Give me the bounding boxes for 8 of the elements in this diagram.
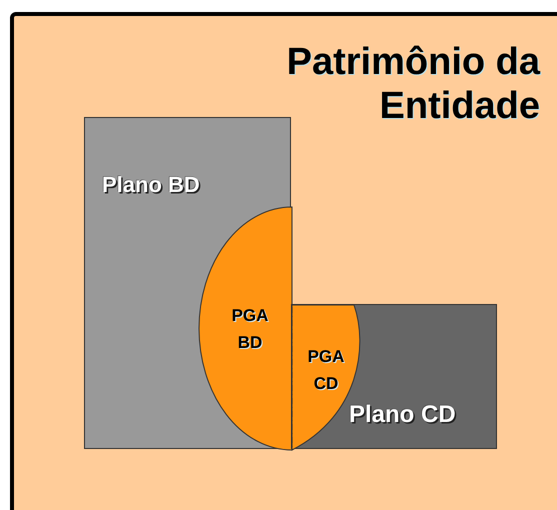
segment-label: PGA CD <box>306 346 346 395</box>
plan-rectangle <box>84 117 291 449</box>
plan-label: Plano CD <box>349 401 456 429</box>
segment-label: PGA BD <box>230 305 270 354</box>
panel-background <box>10 12 557 510</box>
plan-rectangle <box>291 304 497 449</box>
plan-label: Plano BD <box>102 172 200 198</box>
panel-title: Patrimônio da Entidade <box>286 40 540 128</box>
